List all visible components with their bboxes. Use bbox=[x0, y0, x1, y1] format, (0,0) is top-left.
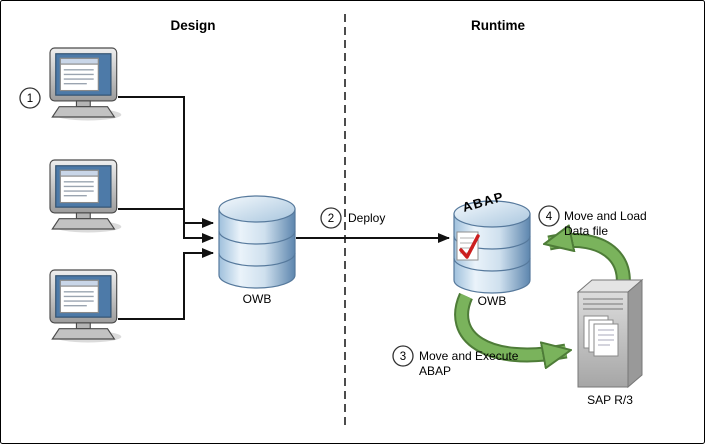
step-4-number: 4 bbox=[546, 211, 553, 223]
step-2-circle bbox=[320, 207, 342, 229]
move-execute-label-line2: ABAP bbox=[419, 364, 451, 378]
owb-runtime-label: OWB bbox=[478, 294, 507, 308]
step-2-number: 2 bbox=[328, 213, 334, 225]
step-1-circle bbox=[19, 87, 41, 109]
move-execute-arrow-band bbox=[456, 293, 566, 355]
step-3-number: 3 bbox=[400, 351, 406, 363]
step-3-badge: 3 Move and Execute ABAP bbox=[392, 345, 519, 378]
workstation-connectors bbox=[118, 96, 214, 320]
move-load-label-line2: Data file bbox=[564, 224, 608, 238]
step-2-badge: 2 Deploy bbox=[320, 207, 385, 229]
database-seam bbox=[218, 230, 296, 245]
owb-runtime-database: ABAP OWB bbox=[453, 189, 531, 308]
database-seam bbox=[453, 257, 531, 272]
arrow-workstation-3 bbox=[118, 248, 214, 320]
arrow-workstation-2 bbox=[118, 208, 214, 243]
database-top bbox=[453, 200, 531, 228]
step-1-badge: 1 bbox=[19, 87, 41, 109]
server-vents bbox=[583, 298, 623, 310]
database-seam bbox=[218, 252, 296, 267]
step-1-number: 1 bbox=[27, 93, 33, 105]
move-load-label-line1: Move and Load bbox=[564, 209, 647, 223]
section-title-design: Design bbox=[170, 18, 215, 33]
owb-design-database: OWB bbox=[218, 195, 296, 306]
database-top bbox=[218, 195, 296, 223]
owb-design-label: OWB bbox=[243, 292, 272, 306]
server-document-lines bbox=[598, 329, 614, 346]
arrow-workstation-1 bbox=[118, 96, 214, 228]
section-title-runtime: Runtime bbox=[471, 18, 525, 33]
sap-label: SAP R/3 bbox=[587, 393, 633, 407]
database-body bbox=[218, 208, 296, 289]
server-documents bbox=[583, 315, 619, 357]
step-3-circle bbox=[392, 345, 414, 367]
move-execute-arrow bbox=[454, 292, 566, 355]
step-4-circle bbox=[538, 205, 560, 227]
move-execute-label-line1: Move and Execute bbox=[419, 349, 519, 363]
sap-server: SAP R/3 bbox=[576, 278, 644, 407]
abap-document-icon bbox=[456, 231, 480, 261]
step-4-badge: 4 Move and Load Data file bbox=[538, 205, 647, 238]
deploy-label: Deploy bbox=[348, 211, 385, 225]
server-side-face bbox=[627, 278, 643, 389]
red-check-icon bbox=[459, 234, 480, 259]
